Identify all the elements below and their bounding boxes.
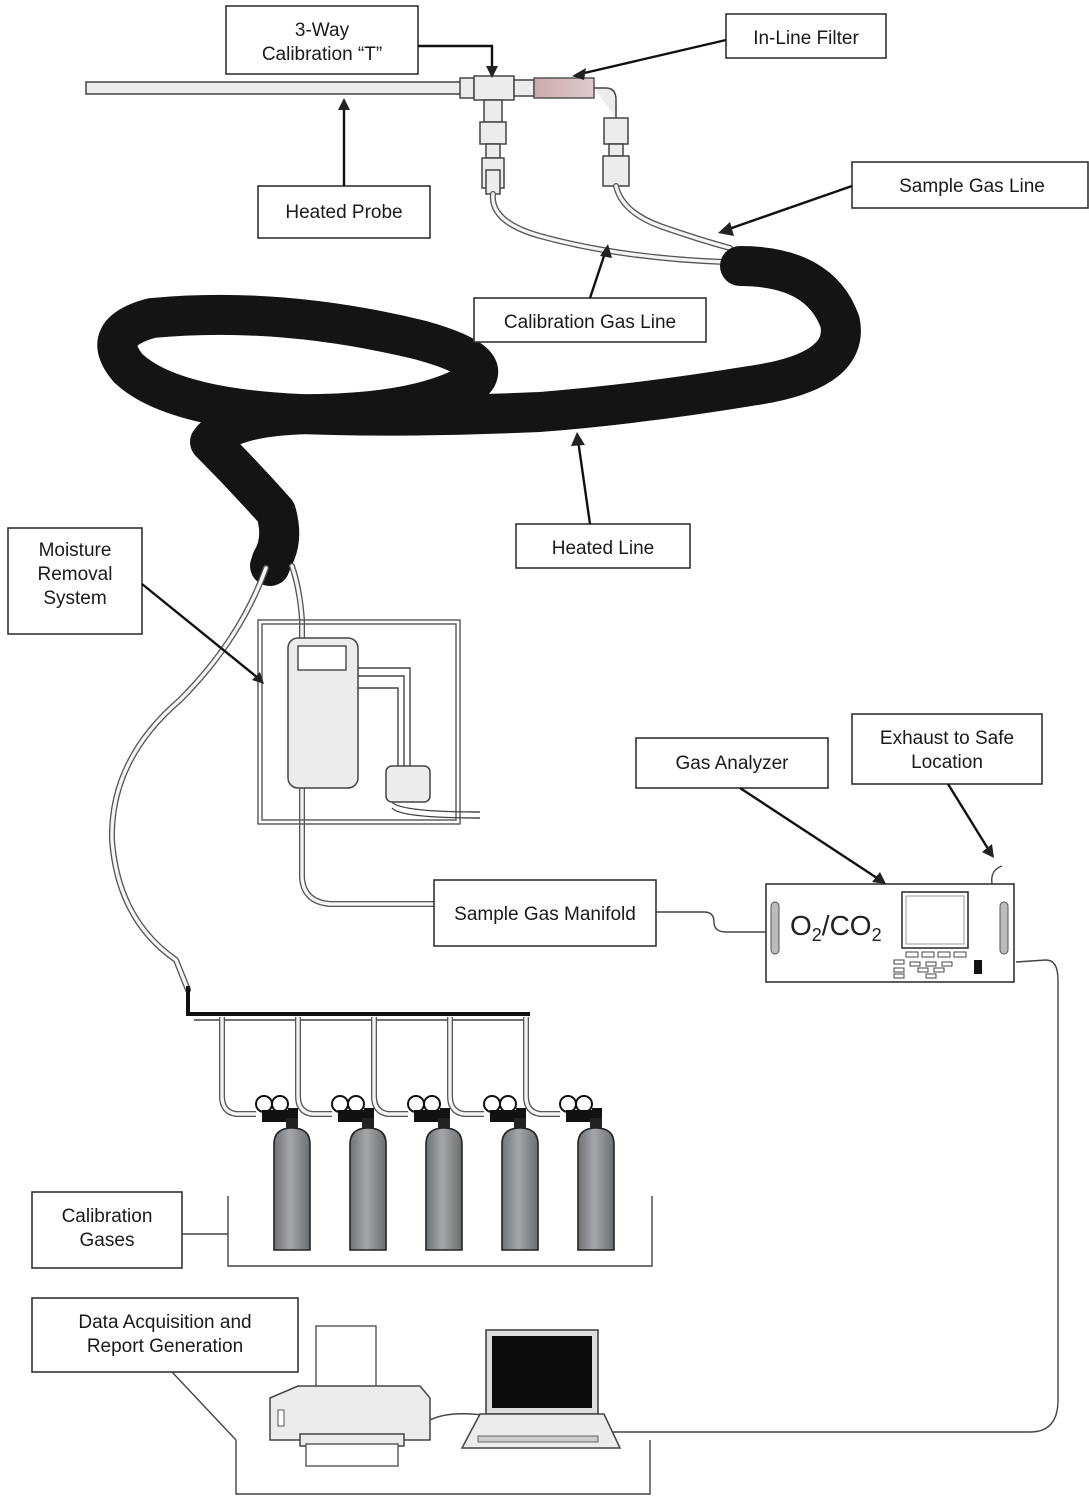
gas-cylinder bbox=[295, 1017, 387, 1251]
svg-text:In-Line Filter: In-Line Filter bbox=[753, 28, 859, 49]
svg-text:Calibration “T”: Calibration “T” bbox=[262, 44, 382, 65]
gas-cylinder bbox=[523, 1017, 615, 1251]
svg-text:Calibration Gas Line: Calibration Gas Line bbox=[504, 312, 676, 333]
svg-text:O2/CO2: O2/CO2 bbox=[790, 910, 882, 945]
svg-text:Gases: Gases bbox=[80, 1230, 135, 1251]
svg-text:Sample Gas Manifold: Sample Gas Manifold bbox=[454, 904, 636, 925]
svg-text:Report Generation: Report Generation bbox=[87, 1336, 243, 1357]
analyzer-display-sub2: 2 bbox=[872, 925, 882, 945]
svg-text:3-Way: 3-Way bbox=[295, 20, 350, 41]
label-heated-probe: Heated Probe bbox=[257, 185, 431, 239]
svg-text:Data Acquisition and: Data Acquisition and bbox=[78, 1312, 251, 1333]
svg-text:Removal: Removal bbox=[38, 564, 113, 585]
svg-text:Heated Probe: Heated Probe bbox=[285, 202, 402, 223]
label-data-acquisition: Data Acquisition and Report Generation bbox=[31, 1297, 299, 1373]
probe-gas-lines bbox=[489, 183, 733, 265]
lower-gas-lines bbox=[108, 563, 437, 993]
heated-line-hose bbox=[97, 246, 861, 580]
calibration-t-fitting bbox=[473, 75, 535, 195]
label-heated-line: Heated Line bbox=[515, 523, 691, 569]
gas-cylinder bbox=[447, 1017, 539, 1251]
analyzer-keypad bbox=[893, 951, 967, 979]
data-acquisition-connector bbox=[171, 1371, 237, 1441]
label-inline-filter: In-Line Filter bbox=[725, 13, 887, 59]
data-acquisition-tray bbox=[235, 1440, 651, 1495]
analyzer-display-sub1: 2 bbox=[812, 925, 822, 945]
label-exhaust: Exhaust to Safe Location bbox=[851, 713, 1043, 785]
svg-text:Location: Location bbox=[911, 752, 983, 773]
svg-text:Calibration: Calibration bbox=[62, 1206, 153, 1227]
moisture-removal-unit bbox=[257, 619, 481, 825]
calibration-gases-tray bbox=[227, 1196, 653, 1267]
label-moisture-removal: Moisture Removal System bbox=[7, 527, 143, 635]
label-calibration-gases: Calibration Gases bbox=[31, 1191, 183, 1269]
gas-cylinder bbox=[219, 1017, 311, 1251]
calibration-cylinders bbox=[219, 1017, 615, 1251]
manifold-to-analyzer-line bbox=[656, 911, 766, 933]
analyzer-data-cable bbox=[600, 959, 1059, 1433]
gas-cylinder bbox=[371, 1017, 463, 1251]
printer bbox=[269, 1325, 431, 1467]
calibration-manifold bbox=[186, 986, 530, 1021]
svg-text:Heated Line: Heated Line bbox=[552, 538, 654, 559]
callout-arrows bbox=[141, 38, 994, 884]
heated-line-hose-end bbox=[250, 540, 292, 586]
svg-text:Gas Analyzer: Gas Analyzer bbox=[676, 753, 790, 774]
label-calibration-gas-line: Calibration Gas Line bbox=[473, 297, 707, 343]
svg-text:Exhaust to Safe: Exhaust to Safe bbox=[880, 728, 1014, 749]
svg-text:System: System bbox=[43, 588, 106, 609]
label-calibration-t: 3-Way Calibration “T” bbox=[225, 5, 419, 75]
analyzer-display-co: /CO bbox=[822, 910, 872, 941]
label-sample-gas-manifold: Sample Gas Manifold bbox=[433, 879, 657, 947]
analyzer-display-o: O bbox=[790, 910, 812, 941]
svg-text:Moisture: Moisture bbox=[39, 540, 112, 561]
label-sample-gas-line: Sample Gas Line bbox=[851, 161, 1089, 209]
inline-filter bbox=[533, 77, 630, 187]
label-gas-analyzer: Gas Analyzer bbox=[635, 737, 829, 789]
gas-analyzer-unit: O2/CO2 bbox=[765, 865, 1015, 983]
svg-text:Sample Gas Line: Sample Gas Line bbox=[899, 176, 1045, 197]
heated-probe bbox=[85, 77, 475, 99]
laptop bbox=[460, 1329, 622, 1449]
